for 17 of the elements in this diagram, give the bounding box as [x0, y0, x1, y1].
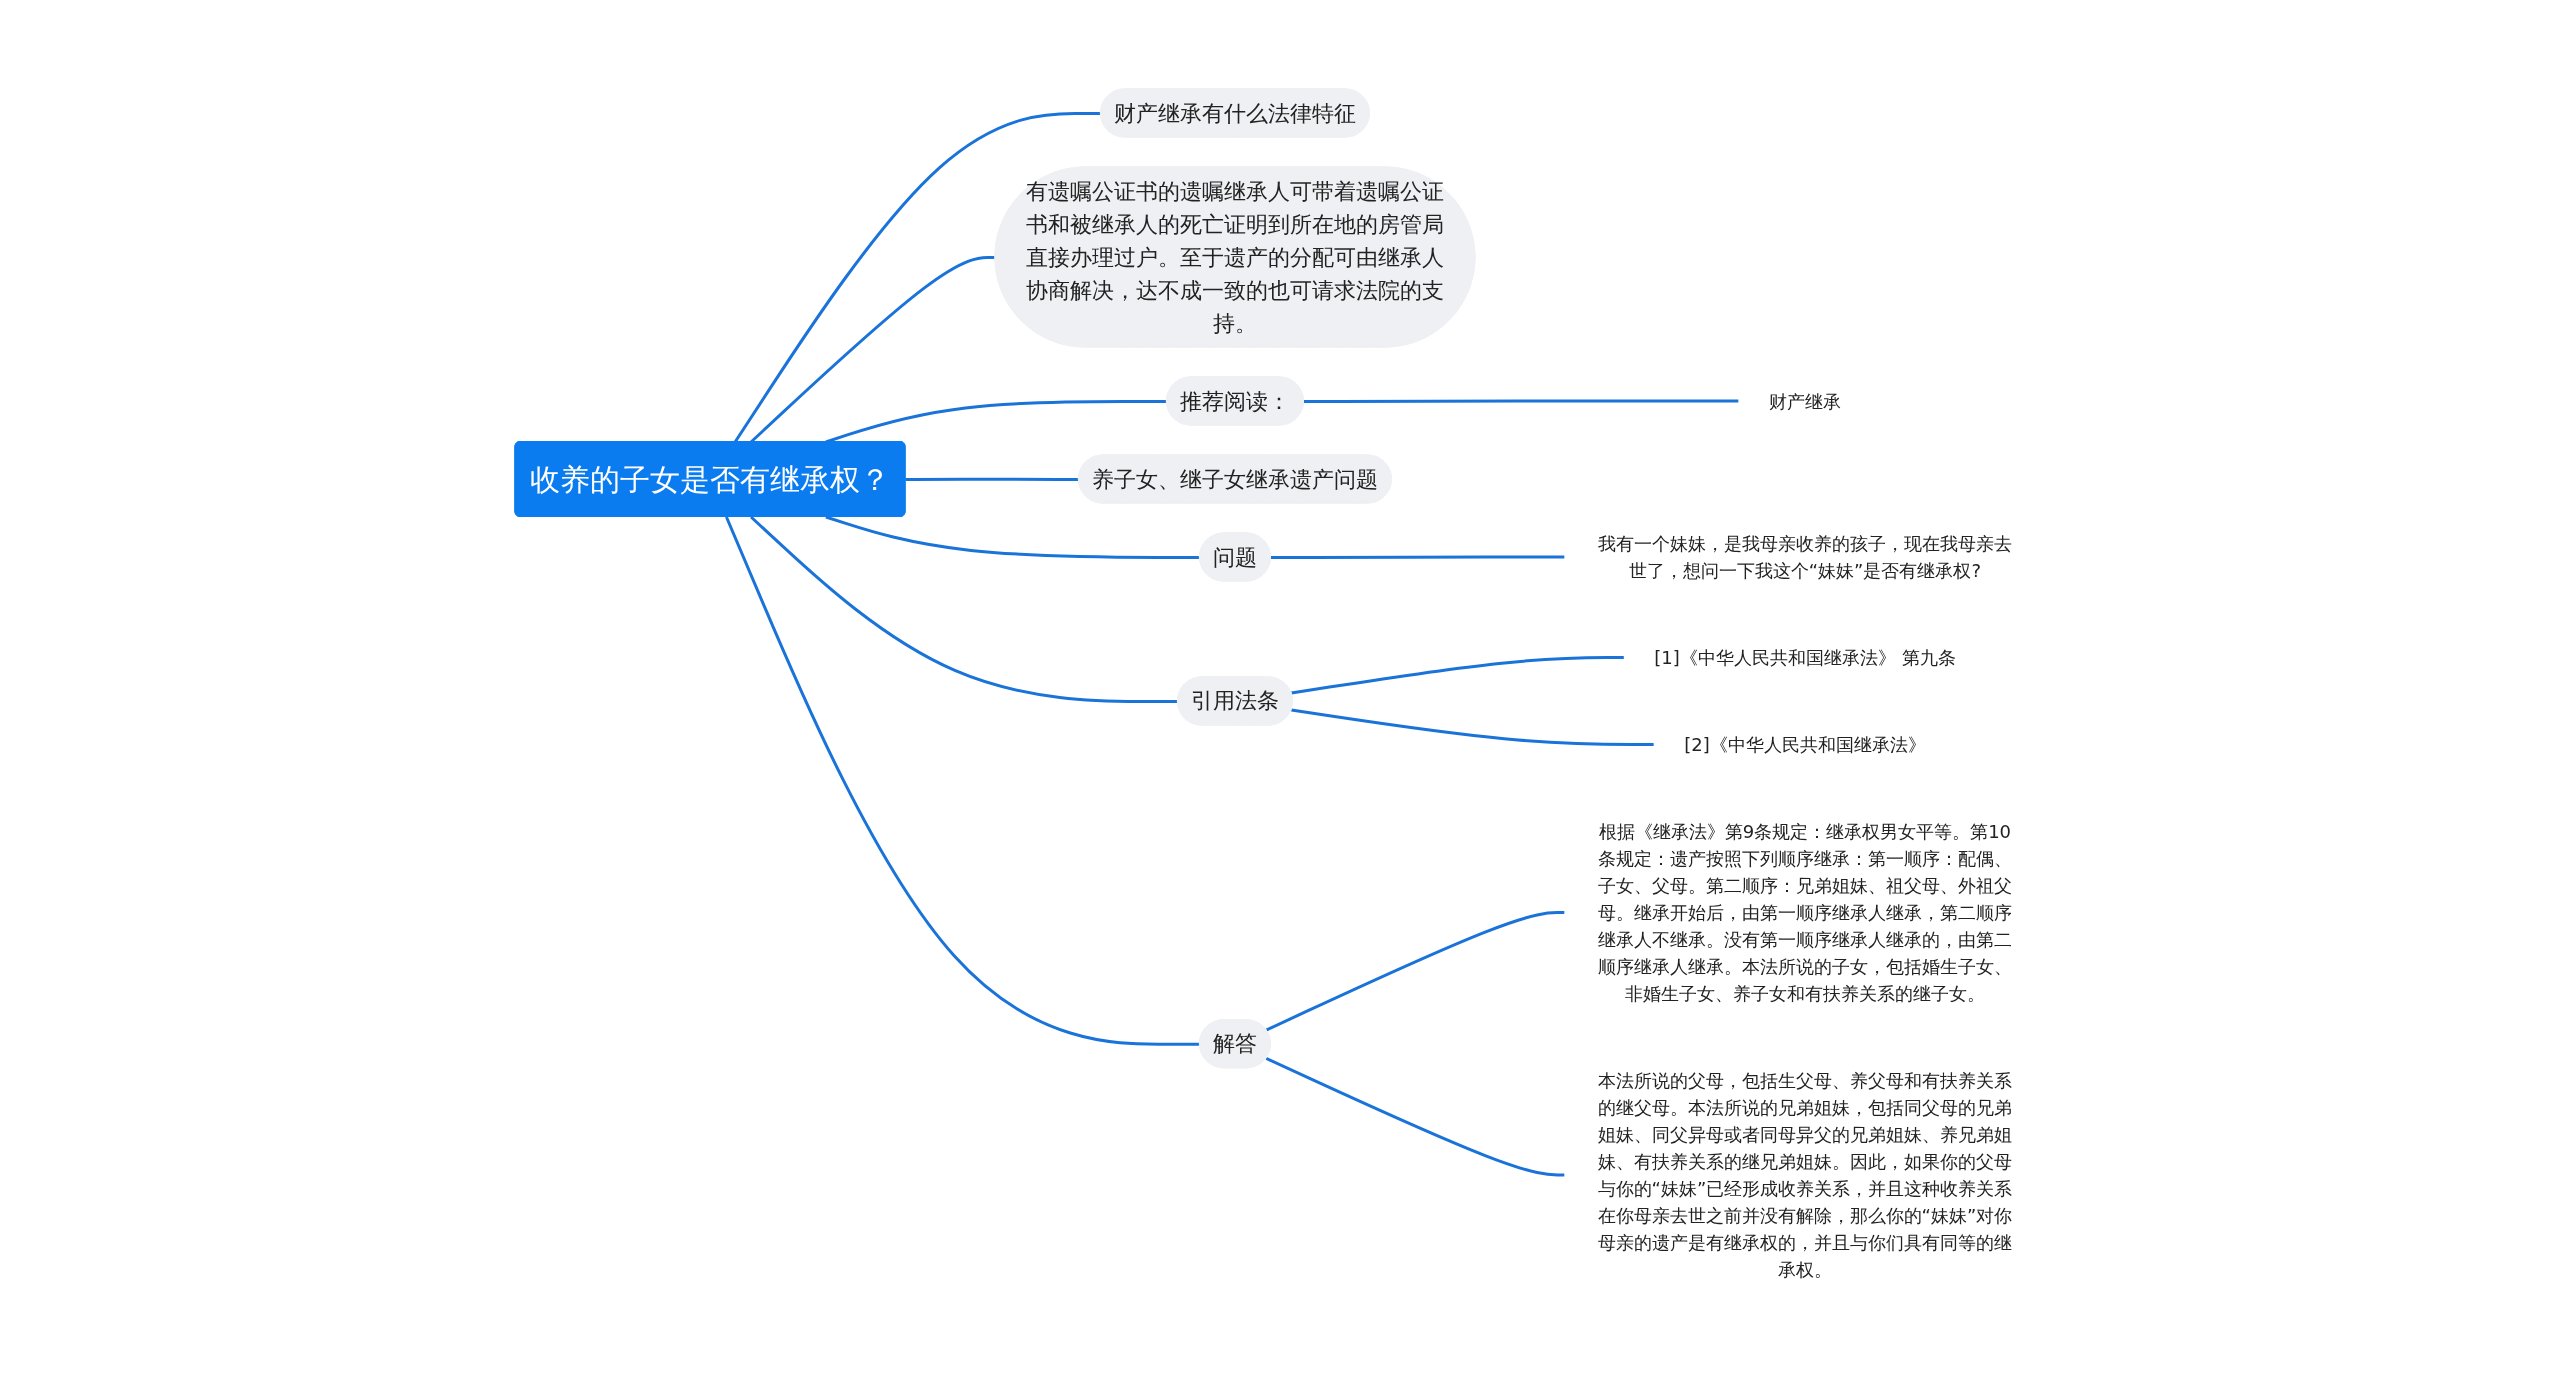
connector: [1265, 1057, 1565, 1177]
connector: [825, 515, 1200, 559]
connector: [733, 111, 1101, 443]
connector: [725, 516, 1200, 1046]
connector: [1271, 555, 1565, 559]
node-text: 本法所说的父母，包括生父母、养父母和有扶养关系的继父母。本法所说的兄弟姐妹，包括同父母的兄弟姐妹、同父异母或者同母异父的兄弟姐妹、养兄弟姐妹、有扶养关系的继兄弟姐妹。因此，如果你的父母与你的“妹妹”已经形成收养关系，并且这种收养关系在你母亲去世之前并没有解除，那么你的“妹妹”对你母亲的遗产是有继承权的，并且与你们具有同等的继承权。: [1597, 1070, 2013, 1280]
connector: [1291, 708, 1655, 746]
connector: [1304, 399, 1739, 403]
connector: [1291, 656, 1625, 695]
node-text: 财产继承: [1768, 390, 1841, 412]
connector: [750, 515, 1178, 703]
connector: [1265, 911, 1565, 1032]
node-text: 我有一个妹妹，是我母亲收养的孩子，现在我母亲去世了，想问一下我这个“妹妹”是否有继承权?: [1597, 533, 2012, 581]
node-text: 根据《继承法》第9条规定：继承权男女平等。第10条规定：遗产按照下列顺序继承：第一顺序：配偶、子女、父母。第二顺序：兄弟姐妹、祖父母、外祖父母。继承开始后，由第一顺序继承人继承，第二顺序继承人不继承。没有第一顺序继承人继承的，由第二顺序继承人继承。本法所说的子女，包括婚生子女、非婚生子女、养子女和有扶养关系的继子女。: [1597, 821, 2012, 1004]
node-text: [2]《中华人民共和国继承法》: [1684, 734, 1926, 755]
node-text: [1]《中华人民共和国继承法》 第九条: [1654, 647, 1956, 668]
connector: [905, 477, 1079, 481]
